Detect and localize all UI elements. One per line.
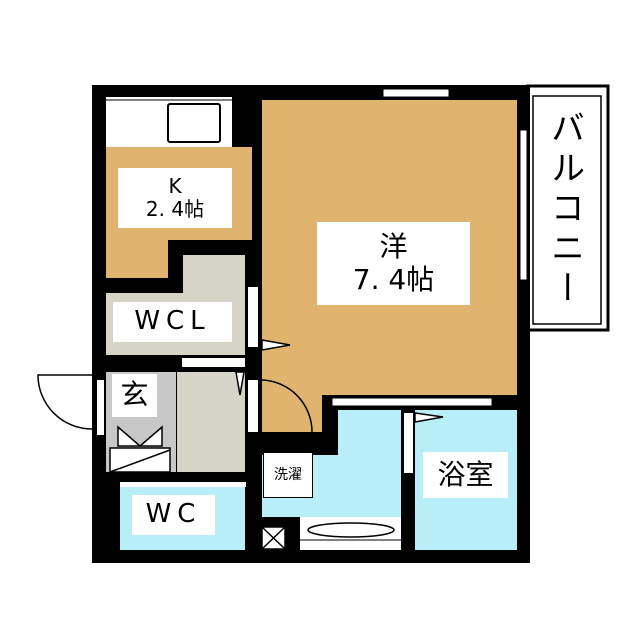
- window-balcony: [519, 129, 528, 281]
- closet-name: WCL: [134, 306, 211, 337]
- balcony-label: バルコニー: [544, 110, 585, 310]
- laundry-name: 洗濯: [274, 466, 302, 483]
- kitchen-name: K: [168, 174, 182, 198]
- door-swing: [261, 379, 313, 433]
- kitchen-sink-icon: [167, 103, 221, 143]
- closet-label: WCL: [113, 302, 232, 342]
- window-top: [382, 88, 450, 98]
- bathroom-label: 浴室: [423, 452, 508, 498]
- entrance-name: 玄: [120, 378, 149, 412]
- entrance-label: 玄: [112, 374, 157, 417]
- western-room-label: 洋 7. 4帖: [317, 222, 470, 305]
- western-room-name: 洋: [379, 230, 408, 264]
- hall-floor: [177, 372, 245, 472]
- kitchen-size: 2. 4帖: [145, 197, 205, 221]
- entrance-door-swing: [37, 374, 93, 430]
- bathroom-name: 浴室: [437, 457, 494, 491]
- western-room-size: 7. 4帖: [352, 262, 435, 296]
- toilet-label: WC: [132, 495, 215, 535]
- laundry-label: 洗濯: [263, 452, 313, 498]
- toilet-name: WC: [145, 499, 202, 530]
- kitchen-label: K 2. 4帖: [118, 168, 232, 228]
